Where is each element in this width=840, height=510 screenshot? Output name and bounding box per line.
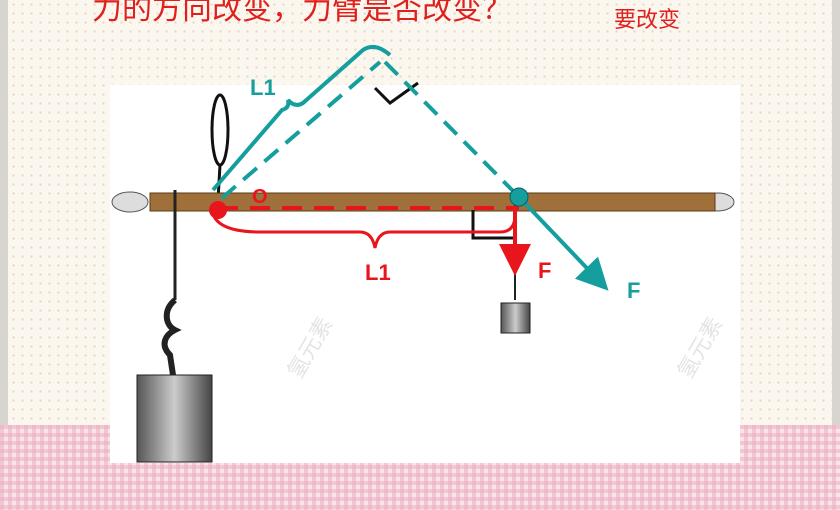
hook bbox=[161, 297, 182, 376]
red-arm-label: L1 bbox=[365, 260, 391, 285]
watermark: 氢元素 bbox=[674, 313, 729, 383]
small-weight bbox=[500, 302, 531, 334]
force-point bbox=[509, 187, 529, 207]
teal-brace bbox=[211, 44, 392, 192]
right-angle-mark-teal bbox=[373, 81, 419, 105]
teal-force-arrow bbox=[517, 195, 609, 291]
teal-dashed-line bbox=[383, 60, 521, 199]
red-brace bbox=[210, 209, 517, 249]
answer-text: 要改变 bbox=[614, 8, 681, 33]
diagram-panel bbox=[110, 85, 740, 463]
right-angle-mark-red bbox=[471, 210, 515, 240]
teal-dashed-arm bbox=[220, 60, 382, 200]
left-border bbox=[0, 0, 8, 510]
right-border bbox=[832, 0, 840, 510]
teal-force-label: F bbox=[627, 278, 640, 303]
pivot-point bbox=[209, 201, 227, 219]
heading-question: 力的方向改变，力臂是否改变？ bbox=[92, 0, 512, 27]
red-force-label: F bbox=[538, 258, 551, 283]
large-weight bbox=[136, 374, 213, 463]
pivot-label: O bbox=[252, 186, 268, 208]
teal-arm-label: L1 bbox=[250, 75, 276, 100]
watermark: 氢元素 bbox=[284, 313, 339, 383]
